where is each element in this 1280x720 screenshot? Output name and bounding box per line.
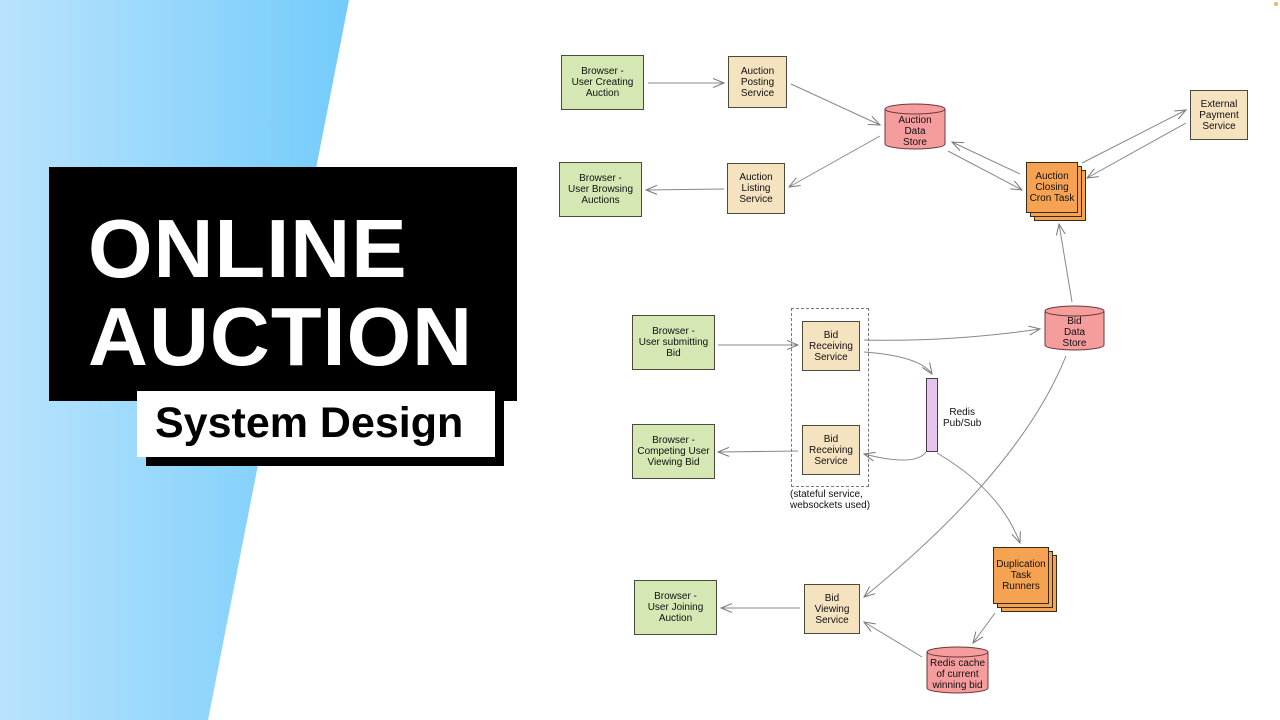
edge-datastore-to-listing <box>789 135 881 187</box>
edge-pubsub-to-duplication <box>936 452 1020 543</box>
database-cylinder-icon <box>884 103 946 150</box>
edge-biddata-to-viewing <box>864 355 1067 597</box>
edge-cache-to-viewing <box>864 622 923 658</box>
browser-user-submitting-bid: Browser - User submitting Bid <box>632 315 715 370</box>
browser-competing-user-viewing-bid: Browser - Competing User Viewing Bid <box>632 424 715 479</box>
bid-receiving-service-2: Bid Receiving Service <box>802 425 860 475</box>
edge-posting-to-datastore <box>790 83 880 125</box>
stateful-service-note: (stateful service, websockets used) <box>790 489 871 511</box>
edge-listing-to-browsing <box>646 189 725 190</box>
title-line-2: AUCTION <box>88 290 474 383</box>
browser-user-joining-auction: Browser - User Joining Auction <box>634 580 717 635</box>
external-payment-service: External Payment Service <box>1190 90 1248 140</box>
edge-receiving-to-biddata <box>863 329 1040 341</box>
bid-data-store-label: Bid Data Store <box>1062 316 1087 349</box>
redis-pubsub-queue <box>926 378 938 452</box>
subtitle-box <box>137 391 495 457</box>
auction-listing-service: Auction Listing Service <box>727 163 785 214</box>
database-cylinder-icon <box>1044 305 1105 351</box>
bid-data-store: Bid Data Store <box>1044 305 1105 351</box>
stateful-service-group <box>791 308 869 487</box>
edge-closing-to-payment <box>1081 110 1186 164</box>
database-cylinder-icon <box>926 646 989 694</box>
browser-user-browsing-auctions: Browser - User Browsing Auctions <box>559 162 642 217</box>
corner-dot <box>1274 2 1278 6</box>
duplication-task-runners-label: Duplication Task Runners <box>993 547 1049 604</box>
auction-closing-cron-task-label: Auction Closing Cron Task <box>1026 162 1078 213</box>
auction-data-store: Auction Data Store <box>884 103 946 150</box>
edge-biddata-to-closing <box>1059 224 1073 303</box>
browser-user-creating-auction: Browser - User Creating Auction <box>561 55 644 110</box>
duplication-task-runners: Duplication Task Runners <box>993 547 1057 613</box>
auction-closing-cron-task: Auction Closing Cron Task <box>1026 162 1086 222</box>
redis-pubsub-label: Redis Pub/Sub <box>943 407 982 429</box>
auction-posting-service: Auction Posting Service <box>728 56 787 108</box>
edge-receiving2-to-competing <box>718 451 799 452</box>
bid-viewing-service: Bid Viewing Service <box>804 584 860 634</box>
subtitle: System Design <box>155 399 464 447</box>
auction-data-store-label: Auction Data Store <box>898 115 932 148</box>
bid-receiving-service-1: Bid Receiving Service <box>802 321 860 371</box>
edge-payment-to-closing <box>1087 122 1187 178</box>
title-line-1: ONLINE <box>88 202 408 295</box>
page-title: ONLINE AUCTION <box>88 205 473 381</box>
title-block <box>49 167 517 401</box>
edge-closing-to-datastore <box>952 142 1021 175</box>
edge-receiving-to-pubsub <box>863 351 932 374</box>
edge-datastore-to-closing <box>947 150 1022 190</box>
edge-pubsub-to-receiving2 <box>864 451 927 460</box>
redis-cache-label: Redis cache of current winning bid <box>929 658 986 691</box>
redis-cache-current-winning-bid: Redis cache of current winning bid <box>926 646 989 694</box>
edge-duplication-to-cache <box>973 612 996 643</box>
